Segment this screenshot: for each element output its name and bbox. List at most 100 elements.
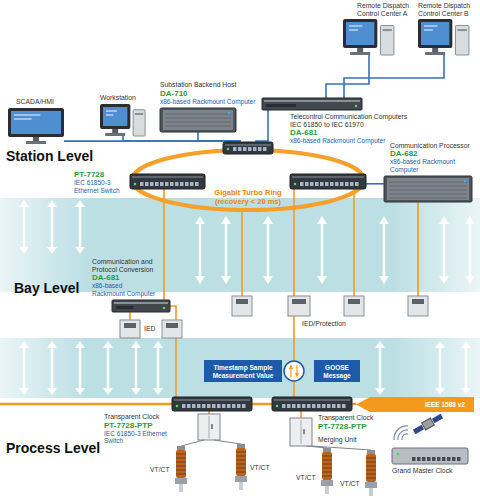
- label-group: Transparent ClockPT-7728-PTPIEC 61850-3 …: [104, 413, 168, 445]
- connector: [64, 141, 240, 148]
- ied-device-icon: [288, 296, 310, 316]
- dispatch-center: Remote Dispatch Control Center B: [418, 19, 470, 55]
- label-text: PT-7728-PTP: [104, 421, 168, 430]
- dispatch-center: Remote Dispatch Control Center A: [343, 19, 395, 55]
- label-text: Timestamp Sample Measurement Value: [207, 364, 279, 379]
- label-text: Transparent Clock: [318, 414, 390, 422]
- master-clock: Grand Master Clock: [392, 448, 468, 464]
- label-text: Substation Backend Host: [160, 81, 280, 89]
- connector: [366, 183, 384, 184]
- label-group: Remote Dispatch Control Center B: [418, 2, 476, 17]
- rack-computer-icon: [262, 98, 362, 110]
- label-text: Gigabit Turbo Ring (recovery < 20 ms): [198, 188, 298, 206]
- ieee-arrow: IEEE 1588 v2: [356, 397, 474, 412]
- label-group: PT-7728IEC 61850-3 Ethernet Switch: [74, 170, 126, 194]
- vtct-label: VT/CT: [296, 474, 316, 482]
- rack-computer-icon: [160, 108, 236, 132]
- connector-line: [366, 183, 384, 185]
- label-text: Communication Processor: [390, 142, 478, 150]
- connector-line: [326, 55, 369, 98]
- connector: [163, 189, 164, 300]
- label-group: Remote Dispatch Control Center A: [357, 2, 419, 17]
- message-box: Timestamp Sample Measurement Value: [204, 360, 282, 382]
- label-group: SCADA/HMI: [16, 98, 54, 106]
- scada-monitor: SCADA/HMI: [8, 108, 64, 144]
- label-text: IEC 61850-3 Ethernet Switch: [104, 430, 168, 445]
- rack-computer: Substation Backend HostDA-710x86-based R…: [160, 108, 236, 132]
- connector: [293, 316, 294, 397]
- merging-unit-icon: [290, 418, 312, 446]
- rack-computer-icon: [112, 300, 170, 312]
- label-text: x86-based Rackmount Computer: [92, 282, 156, 297]
- label-text: IED: [144, 325, 155, 333]
- label-text: IEEE 1588 v2: [372, 401, 465, 409]
- label-text: DA-681: [290, 128, 440, 137]
- label-group: Transparent ClockPT-7728-PTP: [318, 414, 390, 431]
- label-group: IED/Protection: [302, 320, 346, 328]
- merging-unit: Merging Unit: [290, 418, 312, 446]
- label-text: Remote Dispatch Control Center A: [357, 2, 419, 17]
- label-text: Grand Master Clock: [392, 467, 472, 475]
- label-group: Grand Master Clock: [392, 467, 472, 475]
- label-group: GOOSE Message: [314, 364, 360, 379]
- label-text: PT-7728: [74, 170, 126, 179]
- workstation: Workstation: [100, 104, 146, 136]
- connector: [294, 212, 295, 296]
- rack-computer: Communication and Protocol ConversionDA-…: [112, 300, 170, 312]
- workstation-icon: [100, 104, 146, 136]
- connector-line: [163, 189, 165, 300]
- ethernet-switch-icon: [130, 174, 205, 189]
- label-group: Communication and Protocol ConversionDA-…: [92, 258, 156, 297]
- level-heading: Bay Level: [14, 280, 79, 296]
- scada-monitor-icon: [8, 108, 64, 144]
- connector: [123, 136, 240, 148]
- level-heading: Station Level: [6, 148, 93, 164]
- ethernet-switch: PT-7728IEC 61850-3 Ethernet Switch: [130, 174, 205, 189]
- connector: [326, 55, 369, 98]
- label-text: SCADA/HMI: [16, 98, 54, 106]
- dispatch-center-icon: [418, 19, 470, 55]
- connector-line: [293, 212, 295, 296]
- rack-computer: Communication ProcessorDA-682x86-based R…: [384, 176, 472, 202]
- label-group: Merging Unit: [318, 436, 357, 444]
- label-group: Gigabit Turbo Ring (recovery < 20 ms): [198, 188, 298, 206]
- ied-device: IED: [120, 320, 140, 338]
- label-text: IED/Protection: [302, 320, 346, 328]
- label-group: IEEE 1588 v2: [356, 401, 474, 409]
- connector-line: [129, 312, 131, 320]
- label-text: Communication and Protocol Conversion: [92, 258, 156, 273]
- rack-computer-icon: [384, 176, 472, 202]
- connector-line: [300, 411, 302, 418]
- label-group: Timestamp Sample Measurement Value: [204, 364, 282, 379]
- label-group: Telecontrol Communication ComputersIEC 6…: [290, 113, 440, 145]
- label-text: Workstation: [100, 94, 136, 102]
- connector: [301, 411, 302, 418]
- connector-line: [293, 316, 295, 397]
- label-group: IED: [144, 325, 155, 333]
- label-text: GOOSE Message: [317, 364, 357, 379]
- ptp-switch-icon: [272, 397, 352, 411]
- message-box: GOOSE Message: [314, 360, 360, 382]
- level-heading: Process Level: [6, 440, 100, 456]
- label-text: PT-7728-PTP: [318, 422, 390, 431]
- connector: [129, 312, 130, 320]
- master-clock-icon: [392, 448, 468, 464]
- connector: [344, 55, 444, 98]
- label-text: DA-682: [390, 149, 478, 158]
- label-text: IEC 61850 to IEC 61970: [290, 121, 440, 129]
- label-text: DA-681: [92, 273, 156, 282]
- vtct-label: VT/CT: [250, 464, 270, 472]
- dispatch-center-icon: [343, 19, 395, 55]
- ied-device: IED/Protection: [288, 296, 310, 316]
- label-text: DA-710: [160, 89, 280, 98]
- connector-line: [344, 55, 444, 98]
- vtct-label: VT/CT: [150, 466, 170, 474]
- ptp-switch-icon: [172, 397, 252, 411]
- connector-line: [64, 141, 240, 148]
- label-text: Merging Unit: [318, 436, 357, 444]
- connector-line: [123, 136, 240, 148]
